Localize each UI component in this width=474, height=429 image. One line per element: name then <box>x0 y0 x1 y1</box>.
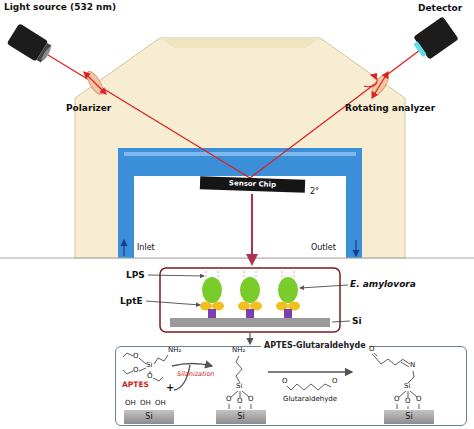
bacterium <box>200 277 224 318</box>
panel-heading: APTES-Glutaraldehyde <box>261 340 369 351</box>
zoom-arrow <box>251 194 253 264</box>
laser-beam <box>48 50 420 178</box>
analyzer-label: Rotating analyzer <box>345 104 435 113</box>
detector <box>410 16 459 62</box>
atom-label: O <box>147 373 153 380</box>
outlet-arrow <box>355 240 356 256</box>
light-source <box>7 23 54 65</box>
atom-label: O <box>416 396 422 403</box>
detector-body <box>413 16 459 60</box>
flow-channel <box>134 176 346 258</box>
chemical-bonds <box>123 353 419 409</box>
source-lens <box>37 43 52 63</box>
polarizer <box>84 69 106 97</box>
rotation-arrow <box>364 75 377 87</box>
detector-window <box>413 41 426 57</box>
inlet-label: Inlet <box>137 244 155 252</box>
silicon-slab: Si <box>384 410 434 424</box>
reagent-label: Glutaraldehyde <box>283 396 337 403</box>
atom-label: O <box>226 396 232 403</box>
substrate-label: Si <box>124 410 174 424</box>
atom-label: O <box>405 398 411 405</box>
part-label: LptE <box>120 297 143 306</box>
atom-label: NH₂ <box>168 347 181 354</box>
silicon-slab: Si <box>124 410 174 424</box>
bacterium <box>238 277 262 318</box>
angle-label: 2° <box>310 188 319 196</box>
analyzer <box>364 71 392 98</box>
prism <box>75 38 405 258</box>
atom-label: O <box>369 346 375 353</box>
atom-label: O <box>332 378 338 385</box>
prism-body <box>75 38 405 258</box>
substrate-label: Si <box>216 410 266 424</box>
prism-top-face <box>160 38 320 48</box>
part-label: LPS <box>126 271 145 280</box>
molecule-name: APTES <box>122 381 149 389</box>
substrate-label: Si <box>384 410 434 424</box>
silicon-slab: Si <box>216 410 266 424</box>
bacterium <box>276 277 300 318</box>
reaction-arrow <box>268 371 352 372</box>
reaction-merge <box>174 365 190 390</box>
polarizer-label: Polarizer <box>66 104 111 113</box>
surface-zoom <box>146 268 350 332</box>
atom-label: OH <box>140 400 151 407</box>
atom-label: O <box>248 396 254 403</box>
outlet-label: Outlet <box>311 244 336 252</box>
flow-cell <box>118 148 362 258</box>
detail-arrow <box>249 333 250 344</box>
part-label: Si <box>352 317 362 326</box>
atom-label: Si <box>236 383 242 390</box>
atom-label: O <box>282 378 288 385</box>
silicon-substrate <box>170 318 330 327</box>
detector-label: Detector <box>418 4 462 13</box>
polarization-arrow <box>84 72 106 94</box>
atom-label: N <box>410 362 415 369</box>
part-label: E. amylovora <box>350 280 416 289</box>
reaction-arrow <box>172 364 212 367</box>
atom-label: O <box>237 398 243 405</box>
atom-label: NH₂ <box>232 347 245 354</box>
atom-label: OH <box>155 400 166 407</box>
source-aperture <box>40 46 52 62</box>
source-label: Light source (532 nm) <box>4 3 116 12</box>
polarizer-disc <box>84 69 106 97</box>
divider-line <box>0 258 474 259</box>
atom-label: Si <box>404 383 410 390</box>
atom-label: O <box>133 353 139 360</box>
inlet-arrow <box>123 240 124 256</box>
flow-cell-highlight <box>124 152 356 156</box>
step-label: Silanization <box>177 371 215 378</box>
plus-sign: + <box>166 383 174 393</box>
zoom-frame <box>160 268 340 332</box>
atom-label: O <box>394 396 400 403</box>
leader-lines <box>146 275 350 322</box>
analyzer-arrow <box>372 72 388 98</box>
atom-label: Si <box>146 362 152 369</box>
atom-label: OH <box>125 400 136 407</box>
atom-label: O <box>133 367 139 374</box>
flow-cell-wall <box>118 148 362 258</box>
